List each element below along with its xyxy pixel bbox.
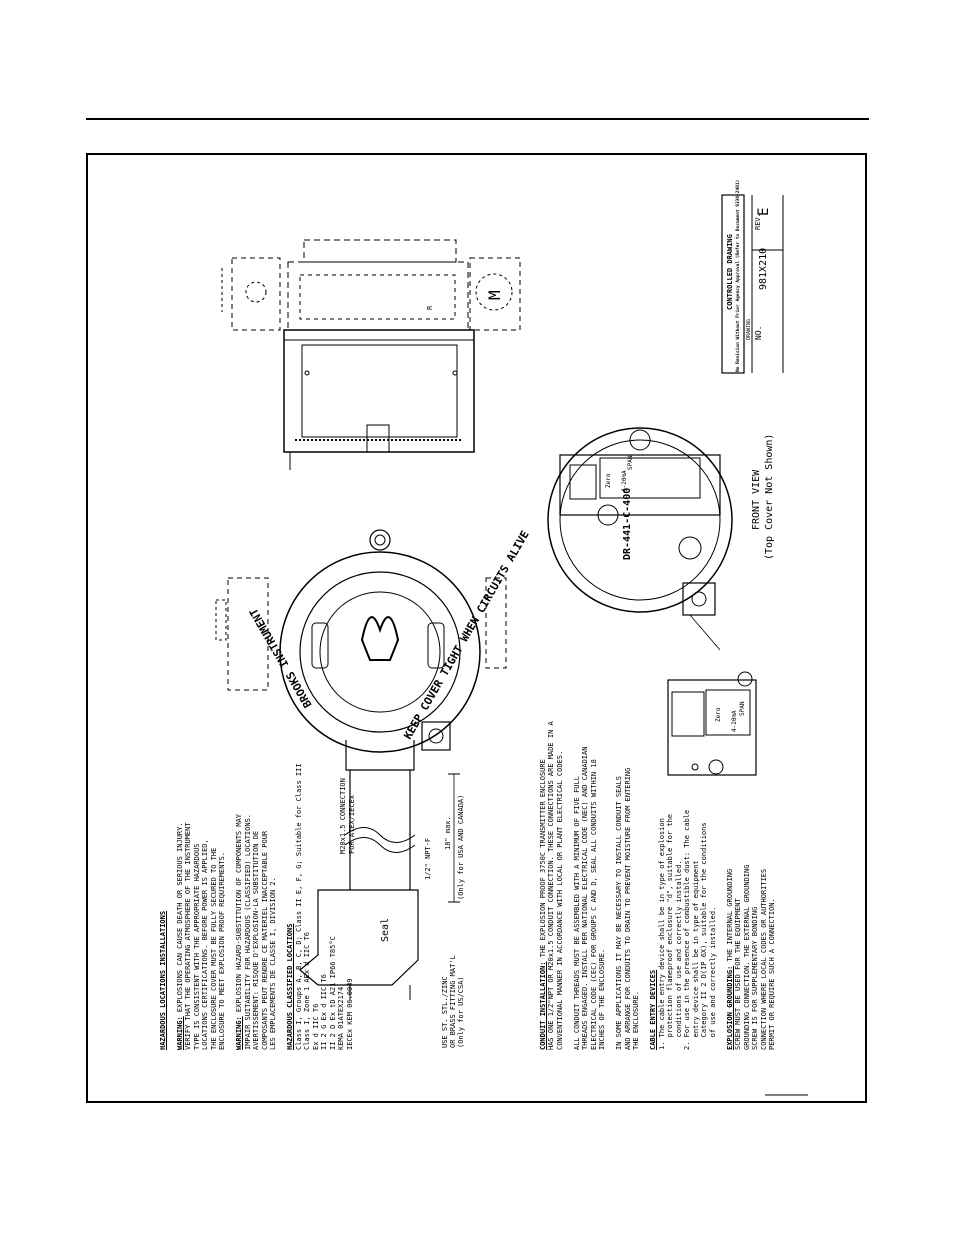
- approval-note: No Revision Without Prior Agency Approva…: [736, 179, 741, 372]
- conduit-seals: IN SOME APPLICATIONS IT MAY BE NECESSARY…: [615, 767, 640, 1050]
- seal-label: Seal: [380, 918, 391, 942]
- drawing-no-caption: DRAWING: [746, 318, 752, 340]
- inset-span-label: SPAN: [739, 701, 746, 716]
- warning-2: WARNING: EXPLOSION HAZARD-SUBSTITUTION O…: [235, 813, 277, 1050]
- title-block: [721, 194, 808, 1096]
- span-label: SPAN: [627, 455, 634, 470]
- front-view-sub-label: (Top Cover Not Shown): [764, 434, 775, 560]
- inset-ma-label: 4-20mA: [731, 710, 738, 732]
- zero-label: Zero: [605, 473, 612, 488]
- brand-ring-top: BROOKS INSTRUMENT: [247, 606, 315, 710]
- model-label: DR-441-C-400: [622, 488, 633, 560]
- use-fitting-label: USE ST. STL./ZINC OR BRASS FITTING MAT'L…: [441, 955, 465, 1048]
- conduit-notes: CONDUIT INSTALLATION: THE EXPLOSION PROO…: [530, 721, 777, 1050]
- ma-label: 4-20mA: [621, 470, 628, 492]
- header-rule: [86, 118, 869, 120]
- hazardous-notes: HAZARDOUS LOCATIONS INSTALLATIONS WARNIN…: [150, 763, 354, 1050]
- max-label: 18" max.: [444, 816, 452, 850]
- cable-entry-heading: CABLE ENTRY DEVICES: [649, 969, 657, 1050]
- classified-heading: HAZARDOUS CLASSIFIED LOCATIONS: [286, 923, 294, 1050]
- no-caption: NO.: [754, 325, 763, 340]
- usa-canada-label: (Only for USA AND CANADA): [457, 795, 465, 900]
- conduit-threads: ALL CONDUIT THREADS MUST BE ASSEMBLED WI…: [572, 746, 607, 1050]
- notes-heading: HAZARDOUS LOCATIONS INSTALLATIONS: [158, 910, 167, 1050]
- conduit-assembly: [299, 770, 460, 1000]
- front-view-label: FRONT VIEW: [751, 469, 762, 530]
- side-view: [221, 239, 521, 470]
- drawing-frame: [86, 153, 867, 1103]
- cable-entry-text: 1. The cable entry device shall be in ty…: [657, 809, 717, 1050]
- side-m-label: M: [485, 290, 504, 300]
- classification-lines: Class I, Groups A, B, C, D; Class II E, …: [294, 763, 354, 1050]
- enclosure-top-view: [215, 529, 507, 771]
- side-r-label: R: [426, 305, 434, 310]
- npt-label: 1/2" NPT-F: [424, 838, 432, 880]
- grounding-note: EXPLOSION GROUNDING: THE INTERNAL GROUND…: [725, 864, 777, 1050]
- rev-value: E: [756, 207, 772, 216]
- warning-1: WARNING: EXPLOSIONS CAN CAUSE DEATH OR S…: [175, 822, 227, 1050]
- conduit-installation: CONDUIT INSTALLATION: THE EXPLOSION PROO…: [538, 721, 564, 1050]
- controlled-drawing-label: CONTROLLED DRAWING: [726, 234, 734, 310]
- front-view: [547, 427, 757, 776]
- drawing-number: 981X210: [758, 247, 769, 290]
- inset-zero-label: Zero: [715, 707, 722, 722]
